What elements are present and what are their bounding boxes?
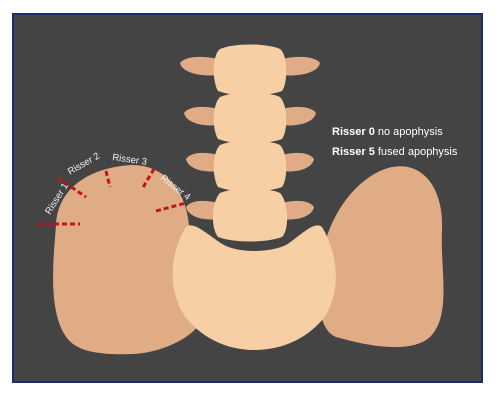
left-iliac-wing [53, 165, 205, 355]
vertebrae-transverse-processes [180, 56, 320, 220]
pelvis-spine-illustration: Risser 1 Risser 2 Risser 3 Risser 4 [38, 44, 444, 355]
legend-description: no apophysis [377, 126, 443, 138]
risser-3-marker-a [104, 170, 112, 188]
right-iliac-wing [318, 166, 444, 348]
risser-3-marker-b [140, 168, 156, 190]
risser-3-label: Risser 3 [112, 152, 148, 168]
sacrum [172, 225, 336, 350]
risser-2-marker [57, 176, 87, 199]
diagram-panel: Risser 1 Risser 2 Risser 3 Risser 4 Riss… [12, 13, 483, 383]
legend-risser-0: Risser 0 no apophysis [332, 126, 443, 138]
legend-grade: Risser 5 [332, 146, 375, 158]
vertebrae-bodies [212, 44, 288, 242]
legend-risser-5: Risser 5 fused apophysis [332, 146, 457, 158]
legend-grade: Risser 0 [332, 126, 375, 138]
risser-zone-markers [38, 168, 187, 226]
risser-4-marker [155, 201, 187, 213]
legend-description: fused apophysis [377, 146, 458, 158]
